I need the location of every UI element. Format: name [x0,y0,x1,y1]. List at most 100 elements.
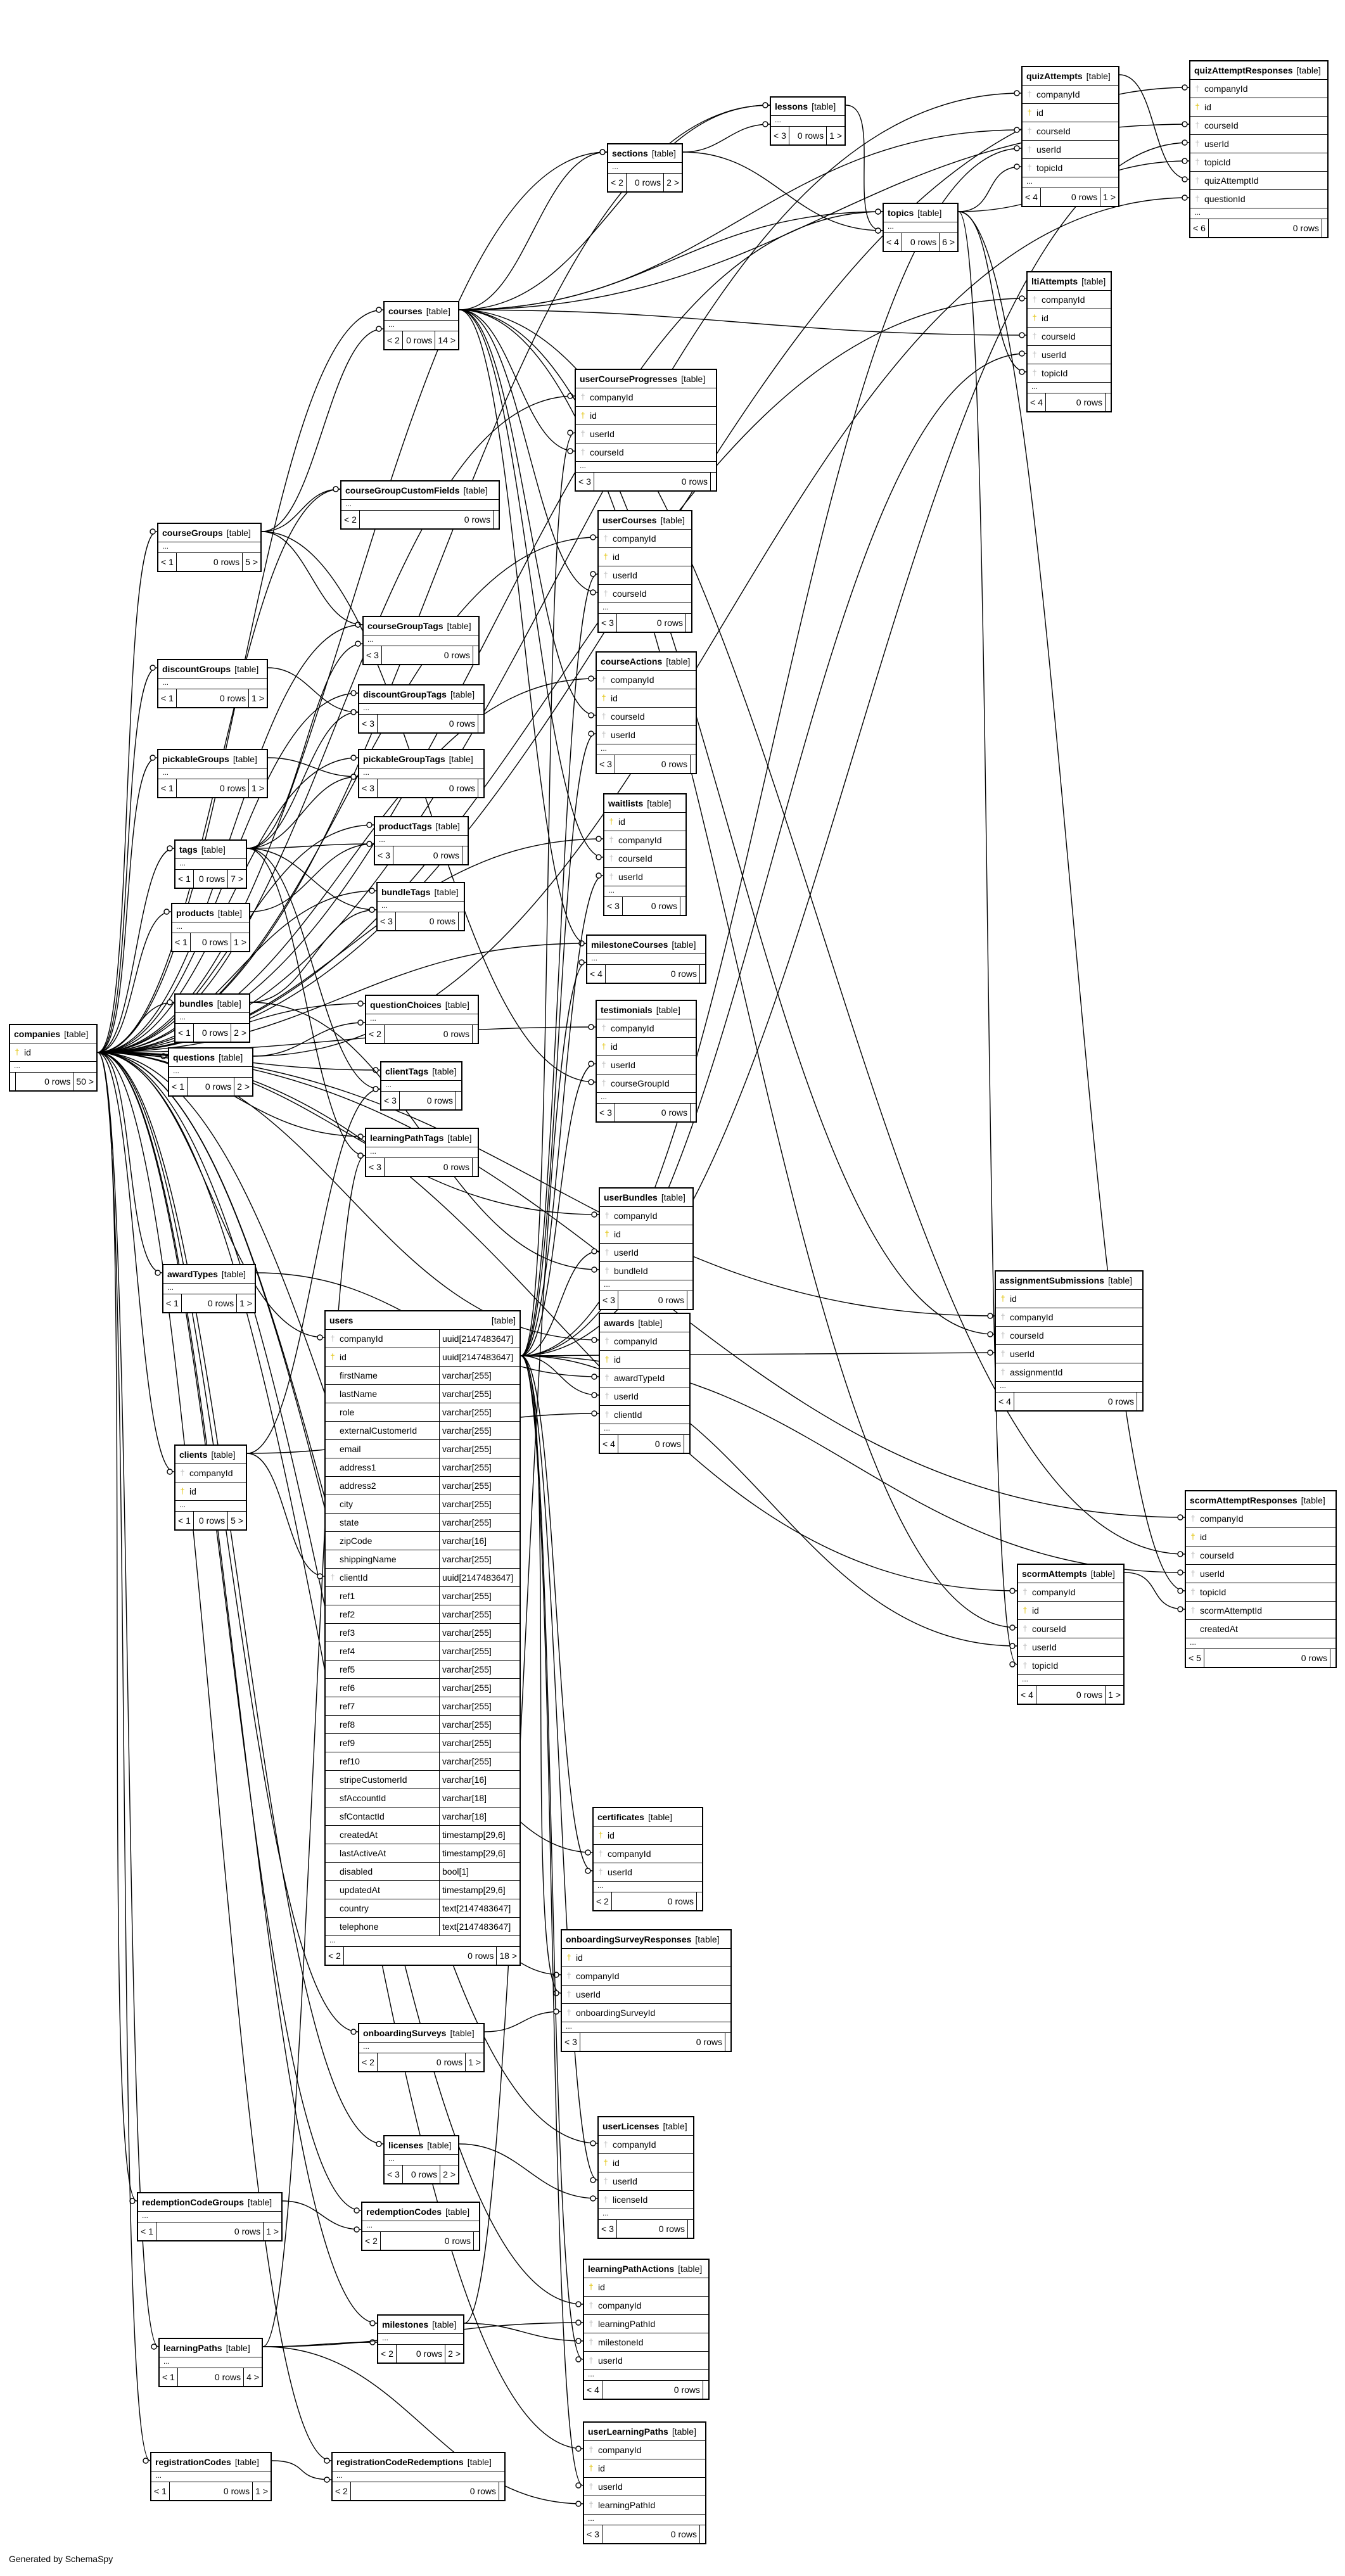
table-header[interactable]: questions[table] [169,1049,252,1066]
column-course-id[interactable]: †courseId [597,707,696,725]
column-user-id[interactable]: †userId [604,867,685,886]
table-learning-path-actions[interactable]: learningPathActions[table]†id†companyId†… [583,2259,710,2400]
column-id[interactable]: †id [175,1482,246,1500]
column-id[interactable]: †id [597,689,696,707]
column-scorm-attempt-id[interactable]: †scormAttemptId [1186,1601,1335,1619]
column-created-at[interactable]: createdAt [1186,1619,1335,1638]
column-course-id[interactable]: †courseId [599,584,691,603]
table-header[interactable]: registrationCodeRedemptions[table] [333,2453,504,2471]
column-course-id[interactable]: †courseId [996,1326,1142,1344]
table-header[interactable]: tags[table] [175,841,246,858]
column-company-id[interactable]: †companyId [599,2135,693,2153]
table-header[interactable]: scormAttemptResponses[table] [1186,1491,1335,1509]
column-user-id[interactable]: †userId [1190,134,1327,153]
column-user-id[interactable]: †userId [1023,140,1118,158]
column-id[interactable]: †id [599,547,691,566]
table-header[interactable]: sections[table] [608,144,682,162]
column-topic-id[interactable]: †topicId [1023,158,1118,177]
column-company-id[interactable]: †companyId [584,2296,708,2314]
column-id[interactable]: †id [599,2153,693,2172]
table-header[interactable]: bundleTags[table] [378,883,464,901]
column-company-id[interactable]: †companyId [594,1844,702,1863]
table-certificates[interactable]: certificates[table]†id†companyId†userId.… [592,1807,703,1911]
column-company-id[interactable]: †companyId [1018,1583,1123,1601]
column-company-id[interactable]: †companyId [600,1332,689,1350]
column-id[interactable]: †id [594,1826,702,1844]
column-user-id[interactable]: †userId [597,1055,696,1074]
table-header[interactable]: certificates[table] [594,1808,702,1826]
table-header[interactable]: learningPathTags[table] [366,1129,478,1147]
column-license-id[interactable]: †licenseId [599,2190,693,2209]
column-course-id[interactable]: †courseId [1190,116,1327,134]
column-course-id[interactable]: †courseId [1028,327,1111,345]
column-id[interactable]: †id [597,1037,696,1055]
table-header[interactable]: lessons[table] [771,98,845,115]
table-header[interactable]: clients[table] [175,1446,246,1463]
column-assignment-id[interactable]: †assignmentId [996,1363,1142,1381]
column-company-id[interactable]: †companyId [584,2440,705,2459]
table-header[interactable]: testimonials[table] [597,1001,696,1019]
column-company-id[interactable]: †companyId [604,831,685,849]
table-header[interactable]: onboardingSurveys[table] [359,2024,483,2042]
table-scorm-attempts[interactable]: scormAttempts[table]†companyId†id†course… [1017,1564,1125,1705]
table-onboarding-survey-responses[interactable]: onboardingSurveyResponses[table]†id†comp… [561,1929,732,2052]
table-header[interactable]: products[table] [172,904,249,922]
column-id[interactable]: †id [1018,1601,1123,1619]
column-id[interactable]: †id [1190,98,1327,116]
table-quiz-attempts[interactable]: quizAttempts[table]†companyId†id†courseI… [1021,66,1119,207]
table-header[interactable]: milestones[table] [378,2316,463,2333]
column-company-id[interactable]: †companyId [600,1206,692,1225]
column-id[interactable]: †id [600,1350,689,1368]
table-header[interactable]: courseGroupCustomFields[table] [341,481,499,499]
table-header[interactable]: userLicenses[table] [599,2117,693,2135]
column-user-id[interactable]: †userId [594,1863,702,1881]
column-course-id[interactable]: †courseId [1186,1546,1335,1564]
column-id[interactable]: †id [576,406,716,424]
column-topic-id[interactable]: †topicId [1028,364,1111,382]
column-bundle-id[interactable]: †bundleId [600,1261,692,1280]
table-header[interactable]: companies[table] [10,1025,96,1043]
column-user-id[interactable]: †userId [600,1243,692,1261]
column-course-id[interactable]: †courseId [1018,1619,1123,1638]
column-company-id[interactable]: †companyId [175,1463,246,1482]
column-user-id[interactable]: †userId [1028,345,1111,364]
table-header[interactable]: waitlists[table] [604,794,685,812]
column-id[interactable]: †id [10,1043,96,1061]
table-user-course-progresses[interactable]: userCourseProgresses[table]†companyId†id… [575,369,717,492]
table-header[interactable]: awardTypes[table] [163,1265,255,1283]
column-quiz-attempt-id[interactable]: †quizAttemptId [1190,171,1327,189]
